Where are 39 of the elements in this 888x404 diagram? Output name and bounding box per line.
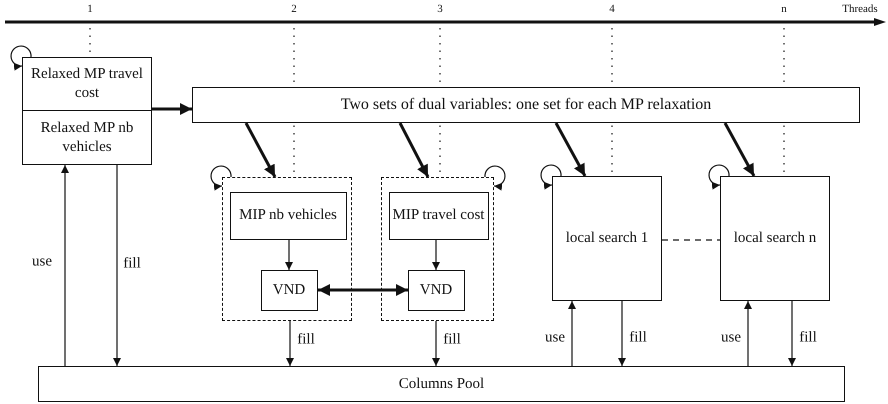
process-box: Relaxed MP travel cost — [22, 57, 152, 111]
loop-arrow — [10, 45, 32, 70]
arrow — [113, 165, 121, 366]
process-box: local search n — [720, 176, 830, 301]
arrow — [61, 165, 69, 366]
dashed-group-box — [222, 177, 352, 321]
loop-arrow — [708, 164, 730, 190]
arrow — [432, 321, 440, 366]
connector-line — [662, 239, 720, 241]
loop-arrow — [540, 164, 562, 190]
arrow — [618, 301, 626, 366]
process-box: MIP travel cost — [388, 192, 488, 240]
arrow — [568, 301, 576, 366]
arrow — [152, 103, 192, 115]
arrow — [788, 301, 796, 366]
arrow — [398, 122, 430, 178]
arrow — [724, 122, 756, 177]
axis-label: Threads — [841, 3, 879, 15]
thread-number: 2 — [290, 3, 298, 15]
loop-arrow — [210, 165, 232, 190]
loop-arrow — [484, 165, 506, 190]
process-box: VND — [260, 270, 318, 310]
thread-number: 1 — [86, 3, 94, 15]
thread-number: 3 — [436, 3, 444, 15]
process-box: local search 1 — [552, 176, 662, 301]
arrow — [286, 321, 294, 366]
arrow — [285, 240, 293, 270]
process-box: MIP nb vehicles — [230, 192, 346, 240]
process-box: Two sets of dual variables: one set for each MP relaxation — [192, 87, 860, 123]
arrow — [432, 240, 440, 270]
process-box: Columns Pool — [38, 366, 845, 402]
dashed-group-box — [381, 177, 494, 321]
arrow — [318, 284, 408, 296]
process-box: VND — [408, 270, 464, 310]
arrow — [244, 122, 276, 178]
thread-number: 4 — [608, 3, 616, 15]
process-box: Relaxed MP nb vehicles — [22, 111, 152, 165]
arrow — [744, 301, 752, 366]
arrow — [554, 122, 586, 177]
